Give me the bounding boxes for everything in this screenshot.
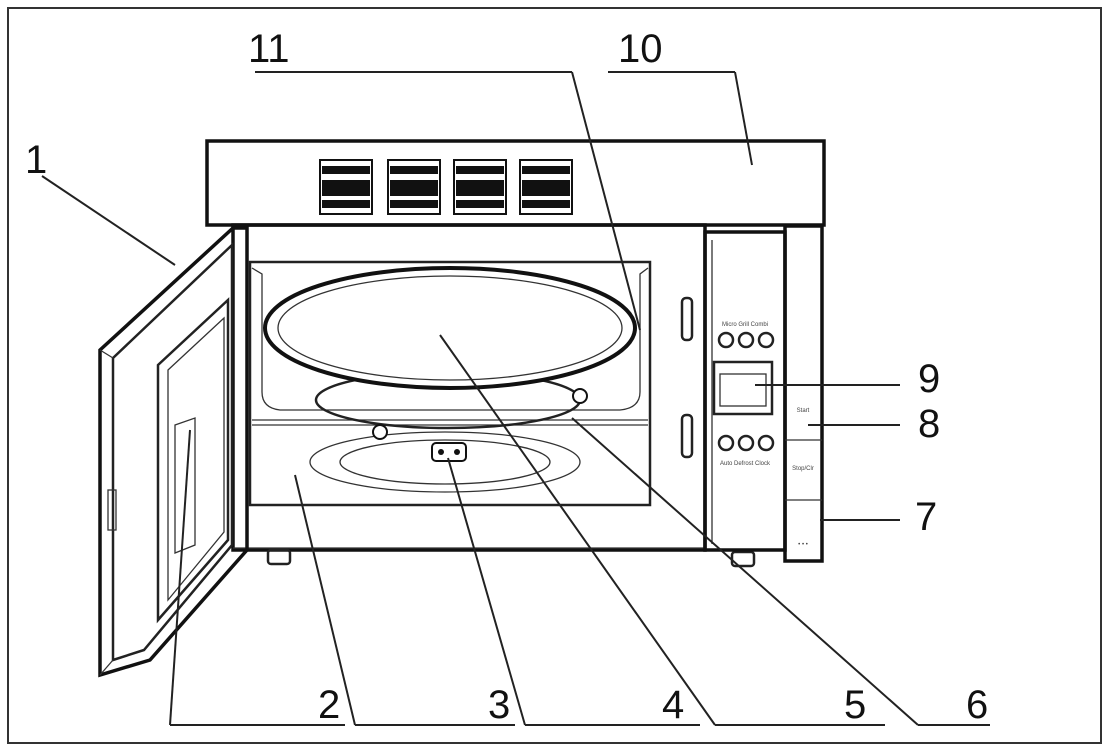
callout-2: 2: [318, 683, 340, 727]
callout-7: 7: [915, 495, 937, 539]
top-button-caption: Micro Grill Combi: [722, 322, 768, 328]
bottom-button-caption: Auto Defrost Clock: [720, 461, 771, 467]
control-knob[interactable]: [757, 434, 775, 452]
callout-4: 4: [662, 683, 684, 727]
vent-grille: [319, 159, 573, 215]
callout-1: 1: [25, 138, 47, 182]
oven-body: [231, 223, 756, 568]
callout-6: 6: [966, 683, 988, 727]
callout-5: 5: [844, 683, 866, 727]
open-door: [98, 226, 249, 678]
control-knob[interactable]: [737, 331, 755, 349]
callout-9: 9: [918, 357, 940, 401]
control-knob[interactable]: [717, 331, 735, 349]
callout-10: 10: [618, 27, 663, 71]
panel-dots: • • •: [798, 542, 808, 548]
control-knob[interactable]: [717, 434, 735, 452]
callout-3: 3: [488, 683, 510, 727]
callouts: 1 2 3 4 5 6 7 8 9 10 11: [25, 27, 988, 727]
side-button-b-label: Stop/Clr: [792, 466, 814, 472]
control-knob[interactable]: [737, 434, 755, 452]
control-panel: Micro Grill Combi Auto Defrost Clock Sta…: [703, 224, 824, 563]
side-button-a-label: Start: [797, 408, 810, 414]
callout-8: 8: [918, 402, 940, 446]
diagram-border: [7, 7, 1102, 744]
callout-11: 11: [248, 27, 290, 71]
display-screen: [712, 360, 774, 416]
control-knob[interactable]: [757, 331, 775, 349]
leader-lines: [41, 71, 990, 726]
top-housing: [205, 139, 826, 227]
glass-tray: [263, 266, 637, 390]
